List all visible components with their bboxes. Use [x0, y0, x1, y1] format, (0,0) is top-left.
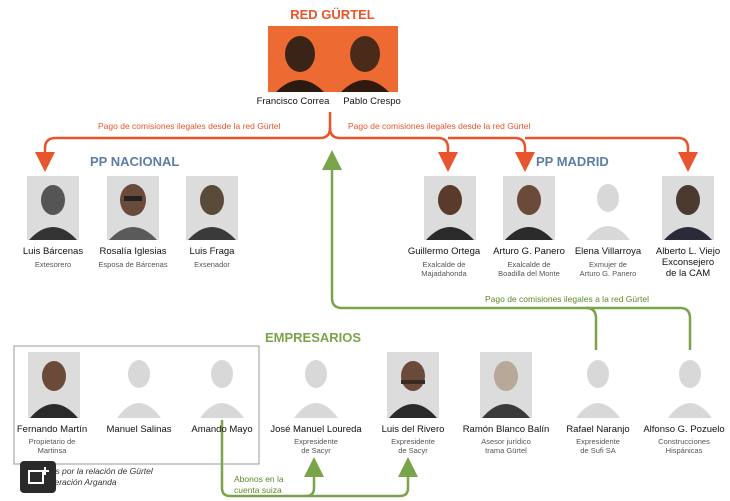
red-arrow-pp-nacional — [35, 112, 332, 172]
person-role: Expresidente — [294, 437, 338, 446]
person-silhouette — [572, 352, 624, 418]
person-role: Boadilla del Monte — [498, 269, 560, 278]
arganda-note: Imputados por la relación de Gürtel — [20, 466, 153, 476]
person-role: de Sacyr — [398, 446, 428, 455]
person-role: Arturo G. Panero — [579, 269, 637, 278]
person-name: José Manuel Loureda — [270, 424, 362, 435]
person-photo — [503, 176, 555, 240]
person-role: Exalcalde de — [422, 260, 466, 269]
person-photo — [387, 352, 439, 418]
swiss-account-label: Abonos en la — [234, 474, 284, 484]
person-name: Amando Mayo — [191, 424, 253, 435]
red-arrow-ortega — [328, 127, 458, 172]
person-role: Extesorero — [34, 260, 72, 269]
person-silhouette — [582, 176, 634, 240]
person-photo — [28, 352, 80, 418]
person-name: Manuel Salinas — [106, 424, 172, 435]
person-photo — [186, 176, 238, 240]
arganda-note: con la operación Arganda — [20, 477, 117, 487]
red-gurtel-photo — [268, 26, 398, 92]
person-name: Francisco Correa — [256, 96, 330, 107]
person-name: Luis del Rivero — [381, 424, 445, 435]
person-role: Expresidente — [576, 437, 620, 446]
person-role: Exconsejero — [661, 257, 715, 268]
pp-nacional-title: PP NACIONAL — [90, 154, 180, 169]
person-name: Alfonso G. Pozuelo — [643, 424, 725, 435]
person-role: de la CAM — [665, 268, 711, 279]
person-name: Rafael Naranjo — [566, 424, 630, 435]
person-role: Asesor jurídico — [481, 437, 531, 446]
person-name: Fernando Martín — [16, 424, 88, 435]
person-silhouette — [196, 352, 248, 418]
person-role: Exmujer de — [589, 260, 627, 269]
empresarios-title: EMPRESARIOS — [265, 330, 362, 345]
person-photo — [27, 176, 79, 240]
person-name: Luis Fraga — [189, 246, 235, 257]
person-role: trama Gürtel — [485, 446, 527, 455]
person-name: Luis Bárcenas — [22, 246, 84, 257]
person-role: Construcciones — [658, 437, 710, 446]
person-name: Guillermo Ortega — [407, 246, 481, 257]
green-swiss-arrow-2 — [306, 457, 418, 498]
person-role: Exalcalde de — [507, 260, 551, 269]
person-role: Exsenador — [194, 260, 230, 269]
arrow-label: Pago de comisiones ilegales a la red Gür… — [485, 294, 649, 304]
person-photo — [480, 352, 532, 418]
arrow-label: Pago de comisiones ilegales desde la red… — [348, 121, 531, 131]
person-role: de Sufi SA — [580, 446, 616, 455]
person-photo — [107, 176, 159, 240]
person-name: Elena Villarroya — [574, 246, 642, 257]
person-name: Pablo Crespo — [343, 96, 401, 107]
pp-madrid-title: PP MADRID — [536, 154, 609, 169]
person-name: Arturo G. Panero — [493, 246, 565, 257]
swiss-account-label: cuenta suiza — [234, 485, 282, 495]
add-frame-icon — [28, 467, 49, 484]
person-role: Martinsa — [37, 446, 67, 455]
person-photo — [424, 176, 476, 240]
person-role: Propietario de — [28, 437, 76, 446]
person-silhouette — [290, 352, 342, 418]
add-to-collection-button[interactable] — [20, 461, 56, 493]
person-role: Majadahonda — [421, 269, 467, 278]
person-name: Ramón Blanco Balín — [462, 424, 550, 435]
person-name: Rosalía Iglesias — [99, 246, 167, 257]
person-name: Alberto L. Viejo — [655, 246, 721, 257]
person-role: Expresidente — [391, 437, 435, 446]
person-silhouette — [113, 352, 165, 418]
person-photo — [662, 176, 714, 240]
person-role: Esposa de Bárcenas — [98, 260, 168, 269]
green-naranjo-link — [585, 306, 598, 350]
person-silhouette — [664, 352, 716, 418]
arrow-label: Pago de comisiones ilegales desde la red… — [98, 121, 281, 131]
person-role: de Sacyr — [301, 446, 331, 455]
red-arrow-panero — [448, 136, 535, 172]
person-role: Hispánicas — [665, 446, 703, 455]
red-gurtel-title: RED GÜRTEL — [290, 7, 375, 22]
